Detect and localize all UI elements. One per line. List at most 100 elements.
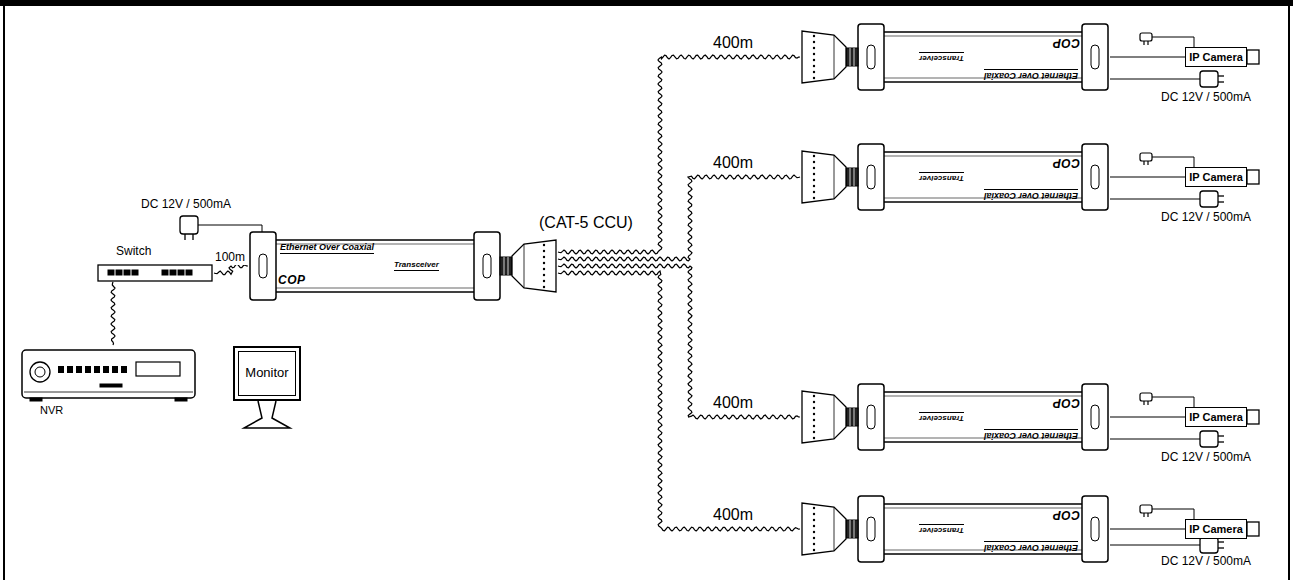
label-plate: Ethernet Over Coaxial Transceiver COP [872, 149, 1092, 205]
node-text: Transceiver [919, 172, 964, 183]
nvr-button [76, 366, 82, 373]
plug-pin [1147, 161, 1148, 165]
adapter-prong [1218, 75, 1224, 76]
plug-pin [1143, 513, 1144, 517]
power-cord [1110, 545, 1200, 546]
plug-cord [1152, 37, 1194, 47]
label-plate: Ethernet Over CoaxialTransceiverCOP [872, 501, 1092, 557]
plug [1140, 153, 1152, 161]
power-cord [1110, 439, 1200, 440]
node-text: Transceiver [919, 524, 964, 535]
plug [1140, 33, 1152, 41]
network-cable [111, 282, 115, 345]
plug-pin [1147, 41, 1148, 45]
adapter-prong [1218, 435, 1224, 436]
node-text: Monitor [245, 366, 288, 381]
camera-lens [1247, 170, 1259, 184]
adapter-prong [1218, 541, 1224, 542]
cable-length: 100m [214, 251, 246, 265]
nvr-button [121, 366, 127, 373]
eoc-transceiver: Ethernet Over CoaxialTransceiverCOP [248, 230, 558, 302]
node-text: Ethernet Over Coaxial [984, 429, 1078, 441]
node-text: Ethernet Over Coaxial [984, 189, 1078, 201]
nvr-button [103, 366, 109, 373]
camera-lens [1247, 410, 1259, 424]
label-plate: Ethernet Over CoaxialTransceiverCOP [872, 29, 1092, 85]
frame-bar [0, 0, 1293, 6]
power-adapter [1200, 191, 1218, 207]
nvr-recorder: NVR [20, 345, 198, 417]
power-rating: DC 12V / 500mA [1160, 451, 1252, 465]
power-rating: DC 12V / 500mA [140, 198, 232, 212]
adapter-prong [1218, 201, 1224, 202]
plug-pin [1143, 41, 1144, 45]
adapter-prong [1218, 195, 1224, 196]
plug-pin [1143, 401, 1144, 405]
power-cord [1110, 79, 1200, 80]
node-text: Transceiver [394, 260, 439, 271]
node-text: Ethernet Over Coaxial [984, 541, 1078, 553]
power-adapter [1200, 71, 1218, 87]
nvr-button [94, 366, 100, 373]
node-text: COP [1052, 155, 1080, 169]
camera-power [1110, 393, 1259, 447]
cable-length: 400m [712, 34, 754, 52]
frame-line [3, 0, 5, 580]
node-text: IP Camera [1189, 171, 1243, 184]
node-text: IP Camera [1189, 51, 1243, 64]
label-plate: Ethernet Over CoaxialTransceiverCOP [872, 389, 1092, 445]
power-adapter [1200, 431, 1218, 447]
node-text: IP Camera [1189, 523, 1243, 536]
monitor-stand [244, 401, 290, 428]
monitor-screen: Monitor [233, 346, 301, 401]
plug [1140, 393, 1152, 401]
cat5-cable [558, 264, 800, 419]
power-cord [1110, 199, 1200, 200]
ip-camera: IP Camera [1185, 47, 1247, 67]
frame-line [1288, 0, 1290, 580]
adapter-prong [1218, 441, 1224, 442]
node-text: IP Camera [1189, 411, 1243, 424]
nvr-button [112, 366, 118, 373]
camera-power [1110, 33, 1259, 87]
patch-cable [1110, 176, 1185, 177]
cable-length: 400m [712, 394, 754, 412]
node-text: Ethernet Over Coaxial [984, 69, 1078, 81]
camera-power [1110, 153, 1259, 207]
eoc-transceiver: Ethernet Over CoaxialTransceiverCOP [800, 382, 1110, 452]
node-text: NVR [40, 404, 63, 417]
switch-icon [98, 265, 212, 281]
power-adapter [1200, 537, 1218, 553]
adapter-prong [1218, 81, 1224, 82]
ip-camera: IP Camera [1185, 407, 1247, 427]
node-text: COP [278, 274, 306, 288]
power-rating: DC 12V / 500mA [1160, 211, 1252, 225]
patch-cable [1110, 416, 1185, 417]
nvr-button [58, 366, 64, 373]
eoc-transceiver: Ethernet Over Coaxial Transceiver COP [800, 142, 1110, 212]
eoc-transceiver: Ethernet Over CoaxialTransceiverCOP [800, 22, 1110, 92]
patch-cable [1110, 56, 1185, 57]
network-cable [214, 264, 248, 275]
plug-cord [1152, 397, 1194, 407]
label-plate: Ethernet Over CoaxialTransceiverCOP [266, 238, 486, 294]
plug-cord [1152, 509, 1194, 519]
node-text: COP [1052, 395, 1080, 409]
nvr-button [67, 366, 73, 373]
adapter-prong [1218, 547, 1224, 548]
eoc-transceiver: Ethernet Over CoaxialTransceiverCOP [800, 494, 1110, 564]
node-text: COP [1052, 35, 1080, 49]
cat5-cable [558, 271, 800, 531]
nvr-device [22, 350, 195, 401]
plug-pin [1147, 401, 1148, 405]
plug-pin [1143, 161, 1144, 165]
ip-camera: IP Camera [1185, 167, 1247, 187]
nvr-button [85, 366, 91, 373]
node-text: Ethernet Over Coaxial [280, 242, 374, 254]
camera-lens [1247, 522, 1259, 536]
node-text: Switch [116, 245, 151, 259]
cable-length: 400m [712, 154, 754, 172]
power-rating: DC 12V / 500mA [1160, 555, 1252, 569]
